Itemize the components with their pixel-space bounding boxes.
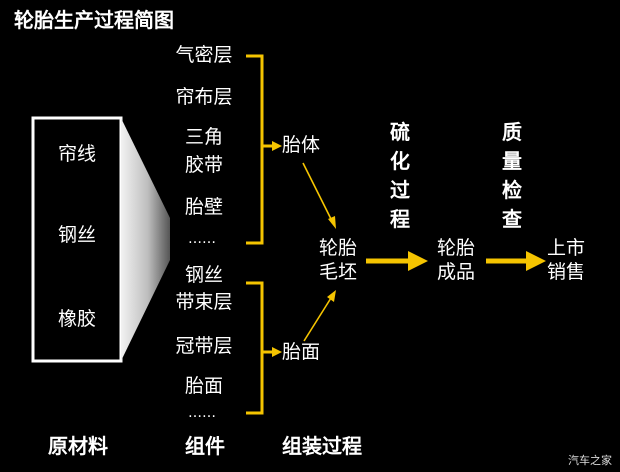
- arrow-vulcanize-head: [408, 251, 428, 271]
- component-group1-more: ……: [188, 231, 216, 247]
- finished-tire-label: 轮胎 成品: [437, 236, 475, 284]
- step-vulcanization-char1: 硫: [390, 120, 410, 144]
- step-vulcanization-char4: 程: [390, 207, 410, 231]
- market-line1: 上市: [546, 237, 586, 259]
- step-inspection-char3: 检: [502, 178, 522, 202]
- assembly-tread: 胎面: [282, 341, 321, 363]
- footer-components: 组件: [185, 434, 225, 458]
- green-tire-line1: 轮胎: [318, 237, 358, 259]
- assembly-carcass: 胎体: [282, 134, 321, 156]
- arrow-body-to-green-head: [328, 216, 336, 229]
- market-line2: 销售: [546, 261, 586, 283]
- page-title: 轮胎生产过程简图: [14, 8, 174, 32]
- footer-raw-materials: 原材料: [48, 434, 108, 458]
- arrow-head-body: [272, 141, 282, 151]
- arrow-inspect-head: [526, 251, 546, 271]
- footer-assembly: 组装过程: [282, 434, 362, 458]
- component-bead-wire: 钢丝: [184, 264, 224, 286]
- watermark: 汽车之家: [568, 454, 612, 467]
- step-quality-inspection: 质 量 检 查: [500, 118, 524, 234]
- component-apex-line1: 三角: [184, 126, 224, 148]
- component-tread: 胎面: [184, 375, 224, 397]
- raw-material-rubber: 橡胶: [57, 308, 97, 330]
- component-group2-more: ……: [188, 405, 216, 421]
- raw-material-cord: 帘线: [57, 143, 97, 165]
- component-belt: 带束层: [175, 291, 233, 313]
- bracket-group2: [246, 281, 264, 415]
- step-vulcanization: 硫 化 过 程: [388, 118, 412, 234]
- component-sidewall: 胎壁: [184, 196, 224, 218]
- bracket-group1: [246, 54, 264, 245]
- component-cap-ply: 冠带层: [175, 335, 233, 357]
- step-vulcanization-char3: 过: [390, 178, 410, 202]
- arrow-tread-to-green-head: [327, 290, 336, 302]
- market-label: 上市 销售: [547, 236, 585, 284]
- component-ply: 帘布层: [175, 86, 233, 108]
- arrow-head-tread: [272, 347, 282, 357]
- green-tire-line2: 毛坯: [318, 261, 358, 283]
- expansion-fan: [121, 118, 170, 361]
- finished-tire-line2: 成品: [436, 261, 476, 283]
- step-inspection-char2: 量: [502, 149, 522, 173]
- step-vulcanization-char2: 化: [390, 149, 410, 173]
- arrow-tread-to-green: [303, 297, 332, 342]
- component-inner-liner: 气密层: [175, 44, 233, 66]
- raw-material-steel: 钢丝: [57, 224, 97, 246]
- arrow-body-to-green: [302, 162, 333, 222]
- step-inspection-char4: 查: [502, 207, 522, 231]
- green-tire-label: 轮胎 毛坯: [319, 236, 357, 284]
- finished-tire-line1: 轮胎: [436, 237, 476, 259]
- component-apex-line2: 胶带: [184, 154, 224, 176]
- step-inspection-char1: 质: [502, 120, 522, 144]
